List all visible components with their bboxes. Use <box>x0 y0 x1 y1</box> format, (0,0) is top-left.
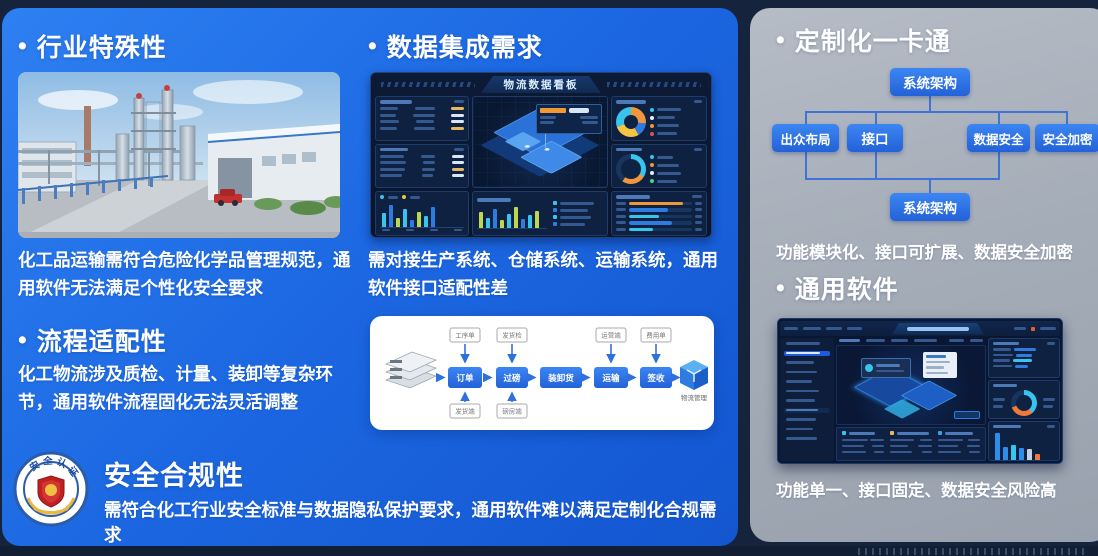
section-title-industry: • 行业特殊性 <box>18 31 167 62</box>
map-tooltip <box>536 104 602 134</box>
header-deco-left <box>381 82 475 87</box>
org-node-child: 数据安全 <box>967 124 1030 152</box>
flow-label: 磅房端 <box>502 407 522 416</box>
bullet-icon: • <box>18 31 28 60</box>
bar-chart-list-panel <box>472 191 608 236</box>
ring-gauge <box>1011 389 1037 416</box>
flow-step: 装卸货 <box>547 373 574 383</box>
flow-label: 工序单 <box>455 331 475 340</box>
org-node-child: 接口 <box>847 124 903 152</box>
warehouse-map-panel <box>472 96 608 188</box>
stats-panel <box>375 96 469 141</box>
dashboard-navbar <box>780 321 1060 336</box>
bullet-icon: • <box>368 31 378 60</box>
logistics-dashboard-image: 物流数据看板 <box>370 72 712 238</box>
org-node-child: 安全加密 <box>1035 124 1098 152</box>
process-caption: 化工物流涉及质检、计量、装卸等复杂环节，通用软件流程固化无法灵活调整 <box>18 364 333 412</box>
stats-panel <box>375 143 469 188</box>
section-title-integration: • 数据集成需求 <box>368 31 543 62</box>
dashboard-title: 物流数据看板 <box>481 76 601 93</box>
section-title-compliance: 安全合规性 <box>104 461 244 491</box>
flow-step: 过磅 <box>503 373 521 383</box>
process-flowchart-card: 订单 过磅 装卸货 运输 签收 工序单 <box>370 316 714 430</box>
dashboard-left-column <box>375 96 469 188</box>
bullet-icon: • <box>776 273 786 302</box>
server-stack-icon <box>384 351 438 389</box>
system-architecture-diagram: 系统架构 出众布局 接口 数据安全 安全加密 系统架构 <box>762 60 1098 238</box>
dashboard-sidebar <box>780 338 834 461</box>
section-title-process: • 流程适配性 <box>18 325 167 356</box>
dashboard-right-column <box>611 96 707 188</box>
left-panel: • 行业特殊性 <box>2 8 738 546</box>
donut-chart <box>616 106 646 137</box>
bottom-strip <box>0 546 1098 556</box>
flow-label: 发货端 <box>455 407 475 416</box>
header-deco-right <box>607 82 701 87</box>
org-node-child: 出众布局 <box>772 124 839 152</box>
navbar-title-plate <box>892 322 984 335</box>
map-popup-light <box>923 352 957 378</box>
gauge-panel <box>988 379 1060 420</box>
flow-label: 运营端 <box>601 331 621 340</box>
section-title-generic: • 通用软件 <box>776 273 899 304</box>
park-map-stage <box>836 345 986 425</box>
map-button <box>954 411 980 419</box>
flow-label: 费用单 <box>646 331 666 340</box>
sidebar-active-item <box>784 350 830 356</box>
factory-photo <box>18 72 340 238</box>
donut-chart-panel <box>611 96 707 141</box>
ring-gauge <box>616 154 646 184</box>
flow-step: 订单 <box>456 373 474 383</box>
right-panel: • 定制化一卡通 系统架构 出众布局 接口 数据安全 安全加密 系统架构 功能模… <box>750 8 1098 542</box>
bar-chart-panel <box>988 421 1060 462</box>
cube-label: 物流管理 <box>681 393 708 402</box>
generic-caption: 功能单一、接口固定、数据安全风险高 <box>776 482 1057 500</box>
dashboard-bottom-lists <box>836 427 986 461</box>
flow-label: 发货检 <box>502 331 522 340</box>
bar-chart-panel <box>375 191 469 236</box>
dashboard-header: 物流数据看板 <box>375 76 707 93</box>
bullet-icon: • <box>776 25 786 54</box>
custom-caption: 功能模块化、接口可扩展、数据安全加密 <box>776 244 1073 262</box>
org-node-bottom: 系统架构 <box>890 193 970 221</box>
org-node-top: 系统架构 <box>890 68 970 96</box>
hbar-chart-panel <box>611 191 707 236</box>
security-certification-badge: 安全认证 <box>12 450 90 528</box>
gauge-chart-panel <box>611 143 707 188</box>
compliance-caption: 需符合化工行业安全标准与数据隐私保护要求，通用软件难以满足定制化合规需求 <box>104 500 717 545</box>
generic-software-dashboard-image <box>777 318 1063 464</box>
faint-watermark <box>858 548 1088 555</box>
section-title-custom: • 定制化一卡通 <box>776 25 951 56</box>
flow-step: 签收 <box>646 373 665 383</box>
industry-caption: 化工品运输需符合危险化学品管理规范，通用软件无法满足个性化安全要求 <box>18 250 351 298</box>
bullet-icon: • <box>18 325 28 354</box>
flow-step: 运输 <box>602 373 620 383</box>
map-popup-dark <box>861 358 911 378</box>
ranking-panel <box>988 338 1060 378</box>
logistics-cube-icon <box>680 360 708 390</box>
integration-caption: 需对接生产系统、仓储系统、运输系统，通用软件接口适配性差 <box>368 250 718 298</box>
